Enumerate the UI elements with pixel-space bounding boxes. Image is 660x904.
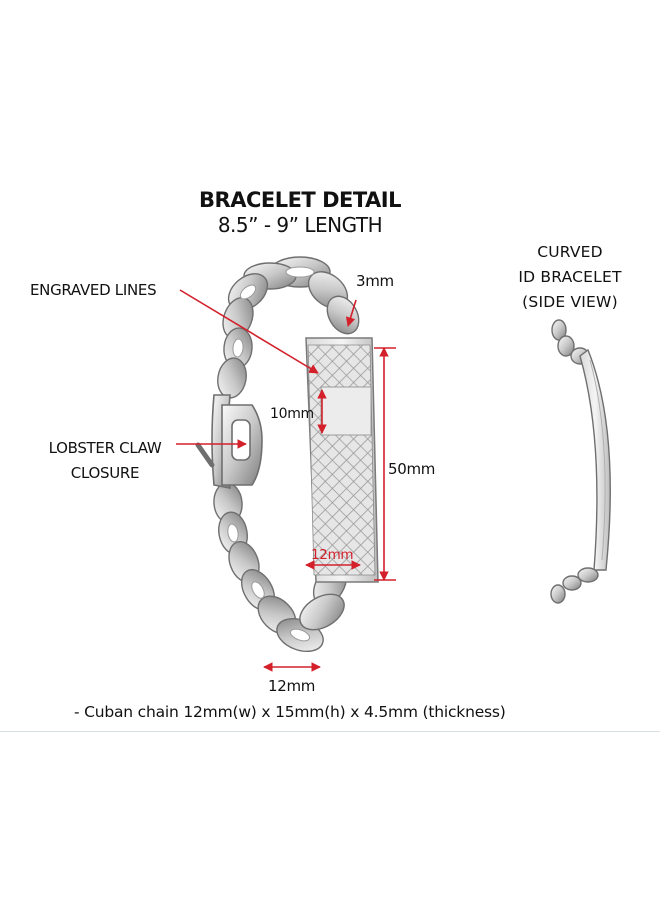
id-plate [305,337,379,583]
link-width-label: 3mm [356,272,394,290]
chain-width-label: 12mm [268,677,316,695]
lobster-claw-label-line2: CLOSURE [70,464,140,482]
side-view-title: CURVED ID BRACELET (SIDE VIEW) [480,240,660,315]
chain-spec-text: - Cuban chain 12mm(w) x 15mm(h) x 4.5mm … [74,703,506,721]
lobster-claw-label: LOBSTER CLAW CLOSURE [30,436,180,486]
chain-right [299,271,360,631]
engraved-lines-label: ENGRAVED LINES [30,281,157,299]
annotation-arrows [176,289,396,672]
side-view-title-line2: ID BRACELET [518,268,622,286]
side-view-title-line1: CURVED [537,243,603,261]
plate-length-label: 50mm [388,460,436,478]
side-view-illustration [550,319,611,604]
lobster-claw-label-line1: LOBSTER CLAW [48,439,162,457]
divider [0,731,660,732]
plate-inner-height-label: 10mm [270,406,314,422]
lobster-claw-clasp [195,394,263,489]
3mm-arrow [345,299,357,327]
engraved-lines-arrow [179,289,319,374]
page-title: BRACELET DETAIL [199,188,401,212]
chain-left [213,256,331,653]
chain-link-holes [227,266,315,642]
side-view-title-line3: (SIDE VIEW) [522,293,618,311]
length-subtitle: 8.5” - 9” LENGTH [217,213,383,237]
plate-width-label: 12mm [311,547,354,563]
